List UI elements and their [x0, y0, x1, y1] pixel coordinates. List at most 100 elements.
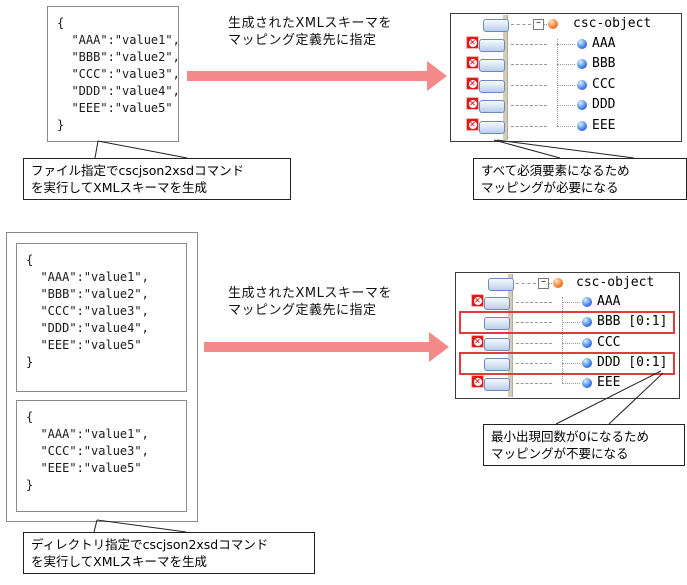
tree-row: AAA: [456, 292, 679, 312]
code-line: "BBB":"value2",: [26, 287, 149, 301]
tree-row: EEE: [456, 373, 679, 393]
code-line: {: [26, 410, 34, 424]
tree-node-label: AAA: [597, 294, 621, 309]
dot-link: [557, 64, 575, 65]
mapping-handle-icon: [484, 338, 510, 351]
code-line: "CCC":"value3",: [26, 304, 149, 318]
dot-link: [562, 363, 580, 364]
callout-source-top: ファイル指定でcscjson2xsdコマンド を実行してXMLスキーマを生成: [23, 158, 291, 200]
json-source-box-bottom-1: { "AAA":"value1", "BBB":"value2", "CCC":…: [16, 243, 187, 392]
dash-link: [516, 383, 552, 384]
dash-link: [511, 64, 547, 65]
arrow-label-line1: 生成されたXMLスキーマを: [228, 286, 392, 301]
tree-row: BBB: [451, 54, 681, 74]
mapping-handle-icon: [479, 80, 505, 93]
tree-row: DDD: [451, 95, 681, 115]
code-line: }: [26, 478, 34, 492]
callout-source-bottom: ディレクトリ指定でcscjson2xsdコマンド を実行してXMLスキーマを生成: [23, 532, 315, 574]
callout-line1: ファイル指定でcscjson2xsdコマンド: [31, 163, 245, 178]
dot-link: [548, 283, 554, 284]
dash-link: [516, 302, 552, 303]
code-line: "EEE":"value5": [26, 461, 142, 475]
code-line: {: [57, 16, 65, 30]
dot-link: [562, 343, 580, 344]
dot-link: [562, 302, 580, 303]
tree-row: EEE: [451, 116, 681, 136]
arrow-label-bottom: 生成されたXMLスキーマを マッピング定義先に指定: [228, 285, 392, 319]
mapping-handle-icon: [479, 100, 505, 113]
mapping-handle-icon: [484, 358, 510, 371]
code-line: "AAA":"value1",: [26, 427, 149, 441]
callout-line1: 最小出現回数が0になるため: [491, 429, 649, 444]
required-unmapped-icon: [466, 97, 479, 110]
collapse-toggle-icon: [533, 17, 544, 30]
tree-row-root: csc-object: [451, 14, 681, 34]
callout-line1: ディレクトリ指定でcscjson2xsdコマンド: [31, 537, 269, 552]
code-line: "CCC":"value3",: [26, 444, 149, 458]
code-line: "AAA":"value1",: [26, 270, 149, 284]
code-line: "DDD":"value4",: [26, 321, 149, 335]
tree-node-label: EEE: [597, 375, 621, 390]
dot-link: [557, 105, 575, 106]
dash-link: [516, 363, 552, 364]
mapping-handle-icon: [479, 39, 505, 52]
dot-link: [557, 126, 575, 127]
arrow-label-top: 生成されたXMLスキーマを マッピング定義先に指定: [228, 15, 392, 49]
code-line: "EEE":"value5": [57, 101, 173, 115]
element-icon: [577, 100, 587, 110]
mapping-handle-icon: [484, 378, 510, 391]
json-code-bottom-2: { "AAA":"value1", "CCC":"value3", "EEE":…: [26, 409, 149, 494]
mapping-handle-icon: [488, 278, 514, 291]
element-icon: [577, 121, 587, 131]
flow-arrow-top-head: [427, 61, 447, 91]
mapping-handle-icon: [479, 59, 505, 72]
dot-link: [557, 85, 575, 86]
tree-divider-bar: [508, 274, 513, 397]
dash-link: [511, 85, 547, 86]
dash-link: [511, 105, 547, 106]
element-icon: [577, 80, 587, 90]
dash-link: [511, 24, 531, 25]
required-unmapped-icon: [471, 375, 484, 388]
element-icon: [582, 297, 592, 307]
root-element-icon: [548, 19, 558, 29]
tree-node-label: DDD: [592, 97, 616, 112]
callout-result-bottom: 最小出現回数が0になるため マッピングが不要になる: [483, 424, 685, 466]
code-line: {: [26, 253, 34, 267]
tree-row: AAA: [451, 34, 681, 54]
dash-link: [516, 283, 536, 284]
callout-line2: マッピングが必要になる: [481, 180, 619, 195]
required-unmapped-icon: [466, 56, 479, 69]
flow-arrow-bottom: [204, 342, 429, 352]
dash-link: [516, 322, 552, 323]
callout-line2: マッピングが不要になる: [491, 446, 629, 461]
code-line: }: [57, 118, 65, 132]
code-line: }: [26, 355, 34, 369]
element-icon: [577, 39, 587, 49]
code-line: "BBB":"value2",: [57, 50, 180, 64]
element-icon: [582, 317, 592, 327]
tree-row: BBB [0:1]: [456, 312, 679, 332]
arrow-label-line2: マッピング定義先に指定: [228, 33, 377, 48]
dot-link: [543, 24, 549, 25]
element-icon: [582, 338, 592, 348]
element-icon: [577, 59, 587, 69]
arrow-label-line2: マッピング定義先に指定: [228, 303, 377, 318]
mapping-handle-icon: [484, 317, 510, 330]
code-line: "AAA":"value1",: [57, 33, 180, 47]
tree-connector-line: [557, 39, 558, 126]
required-unmapped-icon: [466, 77, 479, 90]
required-unmapped-icon: [466, 36, 479, 49]
tree-row-root: csc-object: [456, 273, 679, 293]
callout-result-top: すべて必須要素になるため マッピングが必要になる: [473, 158, 687, 200]
tree-node-label: DDD [0:1]: [597, 355, 668, 370]
mapping-handle-icon: [484, 297, 510, 310]
tree-node-label: EEE: [592, 118, 616, 133]
tree-row: DDD [0:1]: [456, 353, 679, 373]
code-line: "DDD":"value4",: [57, 84, 180, 98]
root-element-icon: [553, 278, 563, 288]
dot-link: [562, 383, 580, 384]
dash-link: [516, 343, 552, 344]
arrow-label-line1: 生成されたXMLスキーマを: [228, 16, 392, 31]
